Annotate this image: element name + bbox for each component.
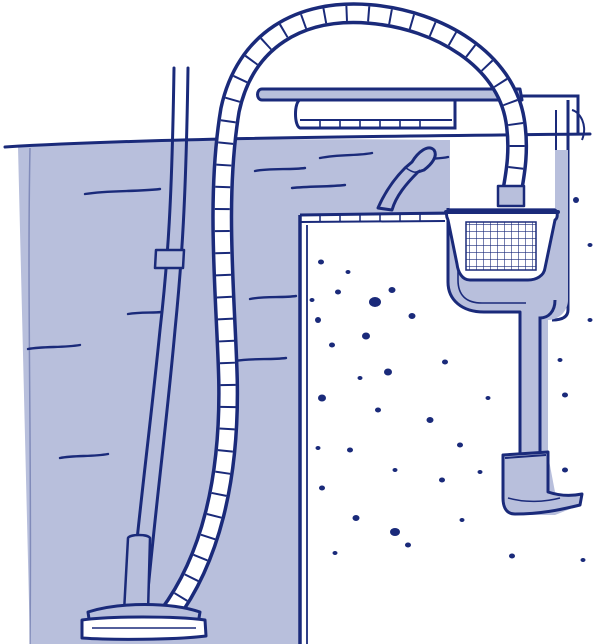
- skimmer-basket: [446, 210, 558, 280]
- vacuum-head: [82, 605, 206, 640]
- return-jet: [503, 452, 582, 514]
- skimmer-lid: [258, 89, 523, 128]
